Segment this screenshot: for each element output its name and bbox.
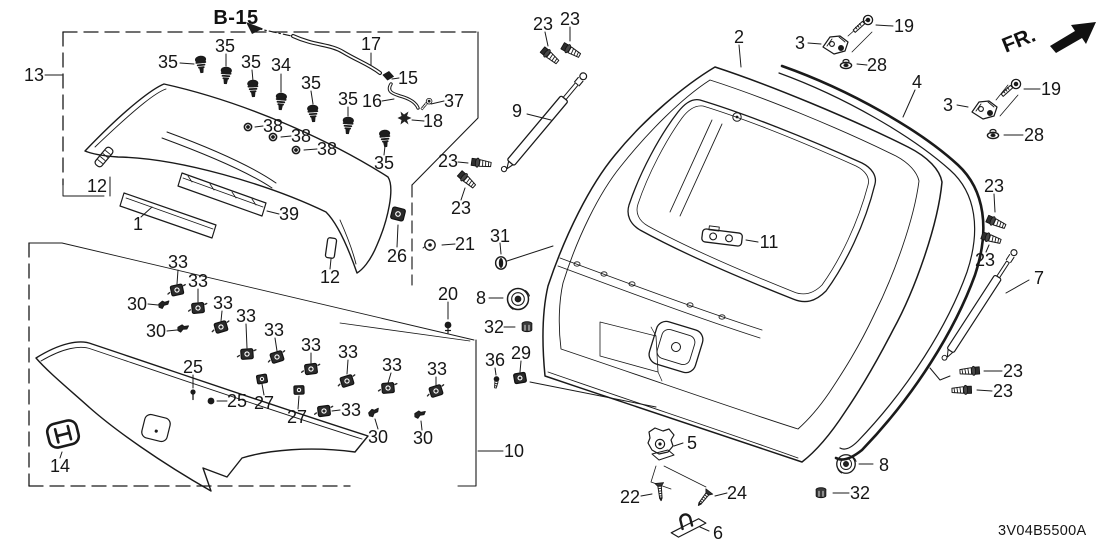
- callout-22: 22: [619, 487, 641, 507]
- callout-24: 24: [726, 483, 748, 503]
- harness-ref-label: B-15: [213, 7, 259, 29]
- callout-4: 4: [911, 72, 923, 92]
- callout-25: 25: [182, 357, 204, 377]
- callout-28: 28: [866, 55, 888, 75]
- callout-33: 33: [235, 306, 257, 326]
- callout-33: 33: [212, 293, 234, 313]
- fr-arrow-icon: [1050, 22, 1096, 53]
- callout-35: 35: [300, 73, 322, 93]
- callout-35: 35: [373, 153, 395, 173]
- callout-38: 38: [262, 116, 284, 136]
- callout-13: 13: [23, 65, 45, 85]
- callout-35: 35: [214, 36, 236, 56]
- callout-21: 21: [454, 234, 476, 254]
- callout-31: 31: [489, 226, 511, 246]
- callout-32: 32: [849, 483, 871, 503]
- callout-33: 33: [263, 320, 285, 340]
- callout-3: 3: [794, 33, 806, 53]
- callout-17: 17: [360, 34, 382, 54]
- callout-8: 8: [878, 455, 890, 475]
- callout-9: 9: [511, 101, 523, 121]
- callout-6: 6: [712, 523, 724, 543]
- callout-23: 23: [992, 381, 1014, 401]
- callout-39: 39: [278, 204, 300, 224]
- callout-28: 28: [1023, 125, 1045, 145]
- callout-3: 3: [942, 95, 954, 115]
- callout-33: 33: [337, 342, 359, 362]
- callout-1: 1: [132, 214, 144, 234]
- callout-33: 33: [426, 359, 448, 379]
- callout-16: 16: [361, 91, 383, 111]
- callout-18: 18: [422, 111, 444, 131]
- callout-37: 37: [443, 91, 465, 111]
- callout-23: 23: [983, 176, 1005, 196]
- diagram-code: 3V04B5500A: [998, 523, 1087, 539]
- callout-38: 38: [290, 126, 312, 146]
- callout-30: 30: [367, 427, 389, 447]
- callout-33: 33: [381, 355, 403, 375]
- callout-34: 34: [270, 55, 292, 75]
- callout-33: 33: [340, 400, 362, 420]
- callout-2: 2: [733, 27, 745, 47]
- callout-23: 23: [1002, 361, 1024, 381]
- callout-33: 33: [167, 252, 189, 272]
- callout-19: 19: [1040, 79, 1062, 99]
- callout-33: 33: [300, 335, 322, 355]
- callout-8: 8: [475, 288, 487, 308]
- callout-30: 30: [126, 294, 148, 314]
- callout-27: 27: [286, 407, 308, 427]
- callout-33: 33: [187, 271, 209, 291]
- callout-14: 14: [49, 456, 71, 476]
- callout-38: 38: [316, 139, 338, 159]
- callout-23: 23: [437, 151, 459, 171]
- callout-23: 23: [450, 198, 472, 218]
- callout-23: 23: [974, 250, 996, 270]
- callout-19: 19: [893, 16, 915, 36]
- callout-23: 23: [559, 9, 581, 29]
- callout-32: 32: [483, 317, 505, 337]
- callout-5: 5: [686, 433, 698, 453]
- callout-12: 12: [319, 267, 341, 287]
- callout-30: 30: [145, 321, 167, 341]
- callout-7: 7: [1033, 268, 1045, 288]
- callout-29: 29: [510, 343, 532, 363]
- callout-25: 25: [226, 391, 248, 411]
- callout-23: 23: [532, 14, 554, 34]
- callout-12: 12: [86, 176, 108, 196]
- callout-10: 10: [503, 441, 525, 461]
- callout-11: 11: [759, 232, 779, 252]
- callout-27: 27: [253, 393, 275, 413]
- callout-35: 35: [337, 89, 359, 109]
- callout-15: 15: [397, 68, 419, 88]
- callout-36: 36: [484, 350, 506, 370]
- callout-26: 26: [386, 246, 408, 266]
- callout-35: 35: [157, 52, 179, 72]
- callout-20: 20: [437, 284, 459, 304]
- callout-35: 35: [240, 52, 262, 72]
- callout-30: 30: [412, 428, 434, 448]
